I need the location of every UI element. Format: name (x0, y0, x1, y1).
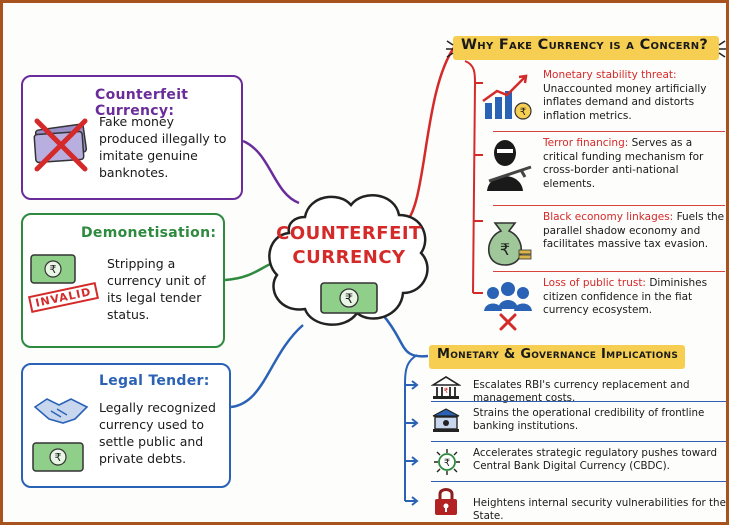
bank-counter-icon (432, 408, 460, 432)
svg-text:₹: ₹ (444, 458, 450, 469)
implication-text: Heightens internal security vulnerabilit… (473, 497, 726, 522)
definition-demonetisation-title: Demonetisation: (81, 225, 217, 241)
implication-text: Strains the operational credibility of f… (473, 407, 705, 432)
crossed-banknote-icon (33, 118, 88, 172)
crossed-people-icon (484, 282, 532, 331)
svg-text:₹: ₹ (520, 107, 526, 118)
central-title-line2: CURRENCY (292, 247, 406, 268)
concern-item-text: Serves as a critical funding mechanism f… (543, 137, 704, 190)
implications-heading: Monetary & Governance Implications (437, 347, 679, 362)
connector-counterfeit (242, 139, 300, 205)
implication-divider (431, 441, 726, 442)
concern-branch-spine (464, 60, 477, 294)
svg-text:₹: ₹ (444, 387, 449, 395)
implications-branch-spine (404, 354, 418, 501)
concern-banner-bg (446, 36, 726, 60)
concern-divider (493, 271, 725, 272)
concern-divider (493, 205, 725, 206)
implication-divider (431, 401, 726, 402)
definition-legal-tender-text: Legally recognized currency used to sett… (99, 400, 216, 466)
masked-terrorist-icon (487, 140, 532, 191)
rising-chart-icon: ₹ (482, 74, 532, 120)
concern-item: ₹ Black economy linkages: Fuels the para… (481, 211, 725, 273)
connector-implications (382, 314, 429, 358)
concern-item-text: Fuels the parallel shadow economy and fa… (543, 211, 725, 251)
svg-text:₹: ₹ (500, 240, 510, 259)
definition-legal-tender-title: Legal Tender: (99, 373, 210, 389)
concern-item: Loss of public trust: Diminishes citizen… (481, 277, 725, 335)
definition-counterfeit-title: Counterfeit Currency: (95, 87, 189, 119)
definition-legal-tender-card: Legal Tender: ₹ Legally recognized curre… (21, 363, 231, 488)
concern-item-title: Black economy linkages: (543, 211, 674, 223)
definition-demonetisation-card: Demonetisation: ₹ INVALID Stripping a cu… (21, 213, 225, 348)
invalid-banknote-icon: ₹ (30, 254, 76, 284)
bank-building-icon: ₹ (431, 376, 461, 399)
implication-item: Heightens internal security vulnerabilit… (431, 485, 726, 522)
implication-item: ₹ Escalates RBI's currency replacement a… (431, 373, 726, 404)
svg-text:₹: ₹ (50, 263, 57, 276)
concern-item: Terror financing: Serves as a critical f… (481, 137, 725, 203)
concern-item-title: Monetary stability threat: (543, 69, 677, 81)
padlock-icon (435, 488, 457, 515)
concern-divider (493, 131, 725, 132)
concern-item-title: Terror financing: (543, 137, 629, 149)
definition-counterfeit-card: Counterfeit Currency: Fake money produce… (21, 75, 243, 200)
rupee-banknote-icon: ₹ (32, 442, 84, 472)
implication-item: ₹ Accelerates strategic regulatory pushe… (431, 445, 726, 479)
concern-item-text: Unaccounted money artificially inflates … (543, 82, 707, 122)
svg-text:₹: ₹ (345, 292, 353, 307)
concern-item-title: Loss of public trust: (543, 277, 646, 289)
handshake-icon (33, 398, 89, 424)
definition-counterfeit-text: Fake money produced illegally to imitate… (99, 114, 227, 180)
implication-text: Accelerates strategic regulatory pushes … (473, 447, 718, 472)
central-title-line1: COUNTERFEIT (276, 223, 422, 244)
digital-rupee-icon: ₹ (434, 449, 460, 475)
concern-item: ₹ Monetary stability threat: Unaccounted… (481, 69, 725, 131)
implication-divider (431, 481, 726, 482)
money-bag-icon: ₹ (488, 222, 532, 266)
implications-banner-bg (429, 345, 685, 369)
concern-item-text: Diminishes citizen confidence in the fia… (543, 277, 708, 317)
svg-text:₹: ₹ (55, 451, 62, 464)
implication-item: Strains the operational credibility of f… (431, 405, 726, 439)
central-banknote-icon: ₹ (320, 282, 378, 314)
concern-heading: Why Fake Currency is a Concern? (461, 37, 709, 53)
connector-legal-tender (230, 324, 304, 409)
central-cloud (268, 194, 429, 326)
definition-demonetisation-text: Stripping a currency unit of its legal t… (107, 256, 206, 322)
